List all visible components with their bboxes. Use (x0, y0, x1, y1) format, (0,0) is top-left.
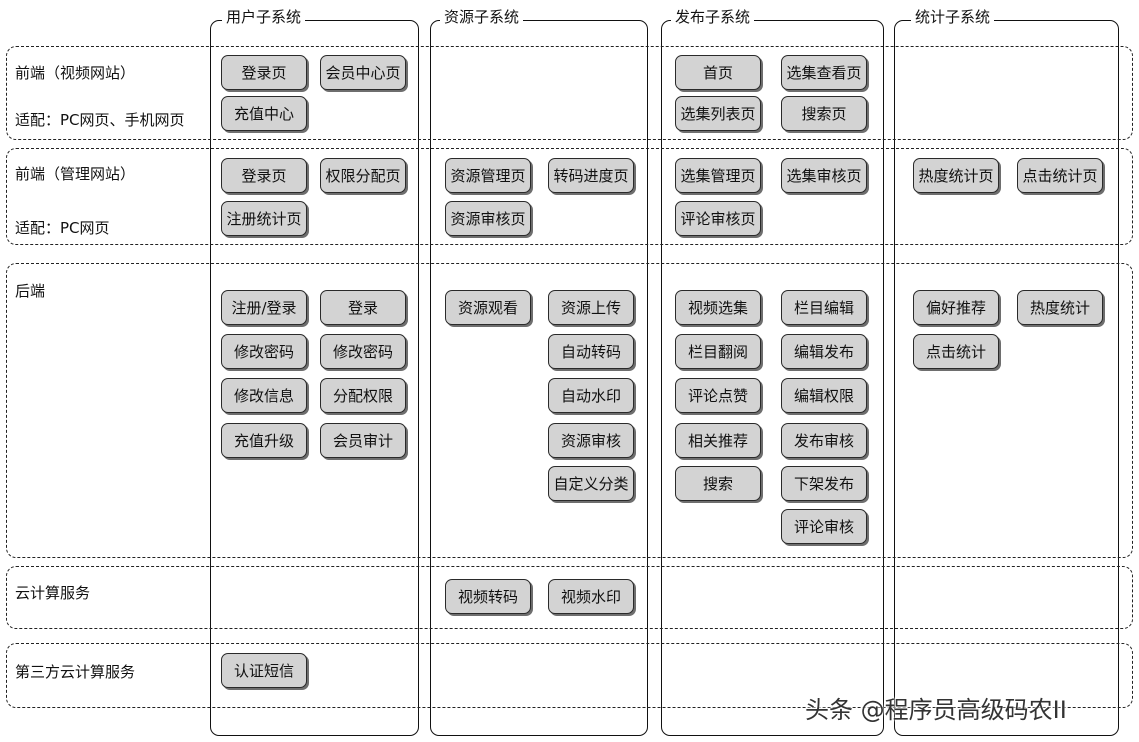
module-box: 栏目编辑 (781, 290, 867, 325)
module-box: 资源观看 (445, 290, 531, 325)
row-label-backend: 后端 (15, 282, 46, 300)
row-sublabel-admin-site: 适配：PC网页 (15, 219, 110, 237)
module-box: 评论审核页 (675, 201, 761, 236)
module-box: 编辑发布 (781, 334, 867, 369)
module-box: 首页 (675, 55, 761, 90)
row-label-admin-site: 前端（管理网站） (15, 165, 136, 183)
module-box: 相关推荐 (675, 423, 761, 458)
column-publish-subsystem (661, 20, 884, 736)
module-box: 修改密码 (320, 334, 406, 369)
column-title-user: 用户子系统 (222, 8, 306, 26)
module-box: 分配权限 (320, 378, 406, 413)
module-box: 评论审核 (781, 509, 867, 544)
column-title-resource: 资源子系统 (440, 8, 524, 26)
module-box: 栏目翻阅 (675, 334, 761, 369)
row-frontend-admin-site (6, 148, 1133, 245)
row-third-party-cloud (6, 643, 1133, 708)
module-box: 充值中心 (221, 96, 307, 131)
column-stats-subsystem (894, 20, 1119, 736)
module-box: 偏好推荐 (913, 290, 999, 325)
module-box: 登录页 (221, 55, 307, 90)
module-box: 热度统计页 (913, 158, 999, 193)
module-box: 权限分配页 (320, 158, 406, 193)
module-box: 注册统计页 (221, 201, 307, 236)
module-box: 视频水印 (548, 579, 634, 614)
module-box: 搜索页 (781, 96, 867, 131)
module-box: 资源审核页 (445, 201, 531, 236)
module-box: 视频选集 (675, 290, 761, 325)
module-box: 会员中心页 (320, 55, 406, 90)
column-user-subsystem (210, 20, 419, 736)
module-box: 资源审核 (548, 423, 634, 458)
module-box: 选集审核页 (781, 158, 867, 193)
row-cloud-service (6, 566, 1133, 629)
module-box: 选集查看页 (781, 55, 867, 90)
module-box: 会员审计 (320, 423, 406, 458)
module-box: 登录页 (221, 158, 307, 193)
row-sublabel-video-site: 适配：PC网页、手机网页 (15, 111, 185, 129)
module-box: 视频转码 (445, 579, 531, 614)
module-box: 修改密码 (221, 334, 307, 369)
row-frontend-video-site (6, 46, 1133, 140)
row-label-video-site: 前端（视频网站） (15, 64, 136, 82)
module-box: 发布审核 (781, 423, 867, 458)
module-box: 资源上传 (548, 290, 634, 325)
module-box: 自动转码 (548, 334, 634, 369)
row-label-cloud: 云计算服务 (15, 584, 91, 602)
column-title-publish: 发布子系统 (671, 8, 755, 26)
module-box: 选集管理页 (675, 158, 761, 193)
module-box: 认证短信 (221, 653, 307, 688)
column-title-stats: 统计子系统 (911, 8, 995, 26)
module-box: 资源管理页 (445, 158, 531, 193)
module-box: 转码进度页 (548, 158, 634, 193)
module-box: 点击统计 (913, 334, 999, 369)
module-box: 注册/登录 (221, 290, 307, 325)
module-box: 评论点赞 (675, 378, 761, 413)
module-box: 登录 (320, 290, 406, 325)
watermark-text: 头条 @程序员高级码农II (805, 696, 1067, 724)
module-box: 选集列表页 (675, 96, 761, 131)
module-box: 编辑权限 (781, 378, 867, 413)
module-box: 充值升级 (221, 423, 307, 458)
module-box: 下架发布 (781, 466, 867, 501)
module-box: 点击统计页 (1017, 158, 1103, 193)
module-box: 自动水印 (548, 378, 634, 413)
row-backend (6, 263, 1133, 558)
column-resource-subsystem (430, 20, 648, 736)
row-label-third-party: 第三方云计算服务 (15, 663, 136, 681)
module-box: 自定义分类 (548, 466, 634, 501)
module-box: 修改信息 (221, 378, 307, 413)
module-box: 热度统计 (1017, 290, 1103, 325)
module-box: 搜索 (675, 466, 761, 501)
